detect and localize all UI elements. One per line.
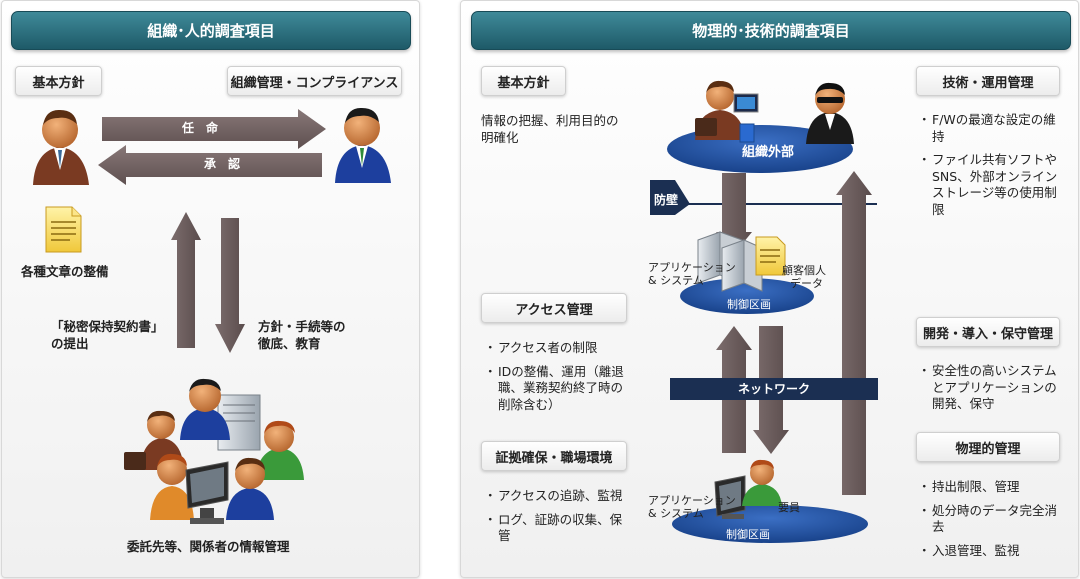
group-caption: 委託先等、関係者の情報管理 [127, 539, 290, 554]
access-mgmt-label: アクセス管理 [481, 293, 627, 323]
tech-ops-list: F/Wの最適な設定の維持 ファイル共有ソフトやSNS、外部オンラインストレージ等… [918, 112, 1066, 225]
evidence-label: 証拠確保・職場環境 [481, 441, 627, 471]
executive-person-icon [33, 109, 89, 185]
firewall-tab [650, 180, 690, 215]
upward-arrow [171, 212, 201, 348]
hacker-person-icon [806, 82, 854, 144]
control-zone-label-top: 制御区画 [727, 298, 771, 311]
tech-ops-item: F/Wの最適な設定の維持 [918, 112, 1066, 145]
app-system-top-line1: アプリケーション [648, 261, 736, 274]
left-basic-policy-label: 基本方針 [15, 66, 102, 96]
dev-item: 安全性の高いシステムとアプリケーションの開発、保守 [918, 363, 1066, 413]
customer-data-document-icon [755, 236, 786, 276]
evidence-item: ログ、証跡の収集、保管 [484, 512, 634, 545]
evidence-list: アクセスの追跡、監視 ログ、証跡の収集、保管 [484, 488, 634, 552]
tech-ops-item: ファイル共有ソフトやSNS、外部オンラインストレージ等の使用制限 [918, 152, 1066, 218]
policy-caption-line2: 徹底、教育 [258, 336, 321, 351]
staff-person-icon [742, 459, 782, 506]
customer-data-line1: 顧客個人 [782, 264, 826, 277]
control-zone-ellipse-top [680, 278, 814, 314]
manager-person-icon [335, 107, 391, 183]
basic-policy-text-line1: 情報の把握、利用目的の [481, 113, 619, 128]
access-item: アクセス者の制限 [484, 340, 634, 357]
customer-data-line2: データ [790, 277, 823, 290]
appoint-arrow-label: 任 命 [182, 121, 219, 135]
app-system-bottom-line1: アプリケーション [648, 494, 736, 507]
stakeholder-group-icon [124, 378, 304, 524]
nda-caption-line1: 「秘密保持契約書」 [51, 319, 164, 334]
approve-arrow [98, 145, 322, 185]
workstation-icon [714, 475, 746, 519]
dev-mgmt-label: 開発・導入・保守管理 [916, 317, 1060, 347]
access-item: IDの整備、運用（離退職、業務契約終了時の削除含む） [484, 364, 634, 414]
staff-label: 要員 [778, 501, 800, 514]
org-compliance-label: 組織管理・コンプライアンス [227, 66, 402, 96]
nda-caption-line2: の提出 [51, 336, 89, 351]
tech-ops-label: 技術・運用管理 [916, 66, 1060, 96]
access-mgmt-list: アクセス者の制限 IDの整備、運用（離退職、業務契約終了時の削除含む） [484, 340, 634, 420]
evidence-item: アクセスの追跡、監視 [484, 488, 634, 505]
network-label: ネットワーク [738, 382, 811, 396]
dev-mgmt-list: 安全性の高いシステムとアプリケーションの開発、保守 [918, 363, 1066, 420]
document-icon [45, 206, 82, 253]
right-panel-title: 物理的･技術的調査項目 [471, 11, 1071, 50]
firewall-label: 防壁 [654, 193, 679, 207]
physical-item: 処分時のデータ完全消去 [918, 503, 1066, 536]
documents-caption: 各種文章の整備 [21, 264, 109, 279]
physical-mgmt-label: 物理的管理 [916, 432, 1060, 462]
outsider-person-icon [695, 80, 759, 143]
right-basic-policy-label: 基本方針 [481, 66, 566, 96]
app-system-top-line2: & システム [648, 274, 704, 287]
basic-policy-text-line2: 明確化 [481, 130, 519, 145]
outside-org-label: 組織外部 [742, 145, 795, 160]
appoint-arrow [102, 109, 326, 149]
physical-item: 入退管理、監視 [918, 543, 1066, 560]
downward-arrow [215, 218, 245, 353]
physical-item: 持出制限、管理 [918, 479, 1066, 496]
up-arrow-to-outside [836, 171, 872, 495]
policy-caption-line1: 方針・手続等の [258, 319, 346, 334]
control-zone-label-bottom: 制御区画 [726, 528, 770, 541]
app-system-bottom-line2: & システム [648, 507, 704, 520]
approve-arrow-label: 承 認 [204, 157, 241, 171]
left-panel-title: 組織･人的調査項目 [11, 11, 411, 50]
network-bar [670, 378, 878, 400]
physical-mgmt-list: 持出制限、管理 処分時のデータ完全消去 入退管理、監視 [918, 479, 1066, 566]
